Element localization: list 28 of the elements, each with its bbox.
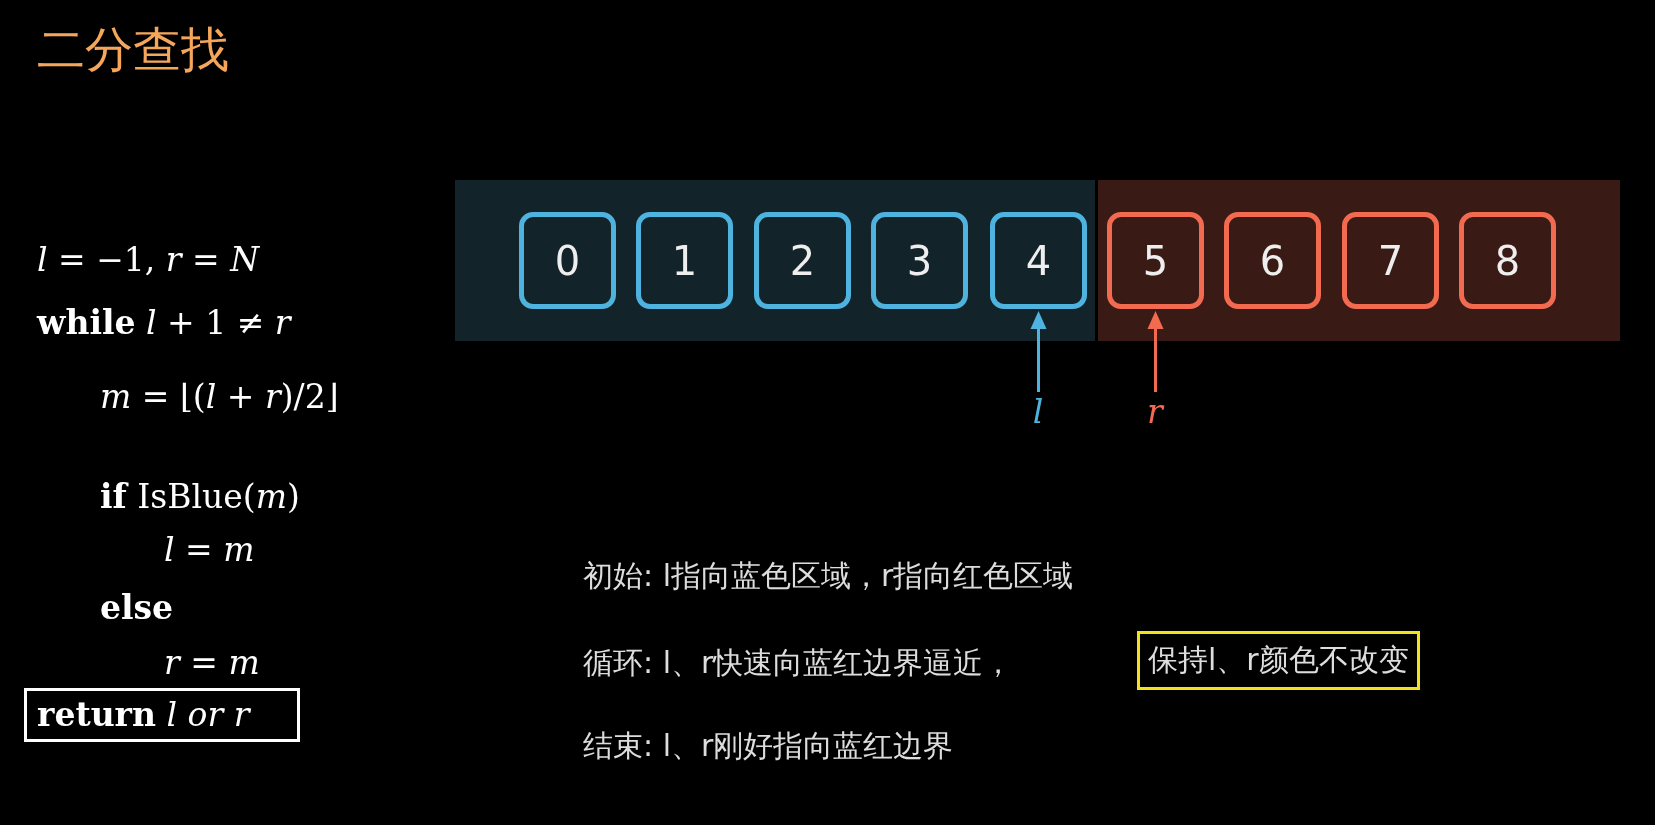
pointer-label: r — [1140, 392, 1170, 431]
title: 二分查找 — [37, 20, 229, 79]
highlight-box: 保持l、r颜色不改变 — [1137, 631, 1420, 690]
pseudocode-line: l = m — [164, 530, 255, 569]
note-text: 结束: l、r刚好指向蓝红边界 — [583, 727, 954, 765]
pseudocode-line: m = ⌊(l + r)/2⌋ — [100, 377, 339, 416]
return-box: return l or r — [24, 688, 300, 742]
array-cell: 8 — [1459, 212, 1556, 309]
array-cell: 3 — [871, 212, 968, 309]
array-cell: 5 — [1107, 212, 1204, 309]
array-cell: 2 — [754, 212, 851, 309]
pseudocode-line: l = −1, r = N — [37, 240, 260, 279]
region-band — [1098, 180, 1620, 341]
array-cell: 7 — [1342, 212, 1439, 309]
array-cell: 4 — [990, 212, 1087, 309]
pseudocode-line: while l + 1 ≠ r — [37, 303, 291, 342]
region-band — [455, 180, 1095, 341]
array-cell: 1 — [636, 212, 733, 309]
note-text: 循环: l、r快速向蓝红边界逼近， — [583, 644, 1014, 682]
arrow — [1147, 311, 1164, 392]
pseudocode-line: else — [100, 588, 174, 627]
pseudocode-line: if IsBlue(m) — [100, 477, 300, 516]
note-text: 初始: l指向蓝色区域，r指向红色区域 — [583, 557, 1074, 595]
arrow — [1030, 311, 1047, 392]
pseudocode-line: r = m — [164, 643, 260, 682]
pointer-label: l — [1023, 392, 1053, 431]
array-cell: 6 — [1224, 212, 1321, 309]
array-cell: 0 — [519, 212, 616, 309]
